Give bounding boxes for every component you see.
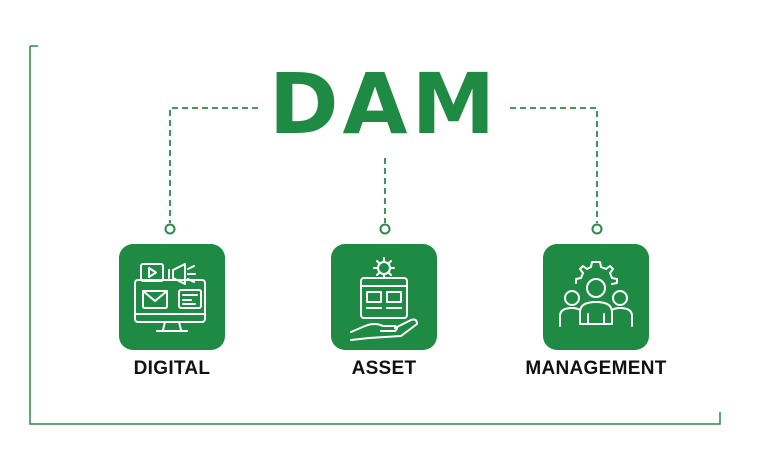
connector-dot-digital [164,223,176,235]
node-label-management: MANAGEMENT [525,358,667,379]
node-management-tile [543,244,649,350]
node-label-asset: ASSET [351,358,417,379]
frame-left-bottom [29,46,721,425]
connector-dot-management [591,223,603,235]
node-label-digital: DIGITAL [133,358,211,379]
node-asset-tile [331,244,437,350]
connector-digital [169,107,258,223]
diagram-card [30,40,730,424]
connector-dot-asset [379,223,391,235]
diagram-title: DAM [268,55,500,153]
asset-hand-gear-icon [350,257,418,341]
connector-management [510,107,598,223]
node-digital-tile [119,244,225,350]
team-gear-icon [559,261,633,327]
monitor-media-icon [134,263,206,332]
